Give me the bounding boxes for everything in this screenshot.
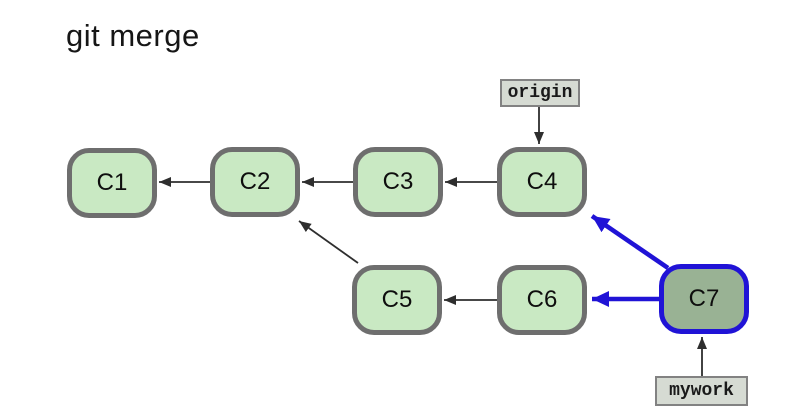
commit-node-c4: C4 <box>497 147 587 217</box>
commit-label-c3: C3 <box>382 168 414 195</box>
commit-label-c5: C5 <box>381 286 413 313</box>
branch-ref-origin-label: origin <box>507 83 573 103</box>
commit-node-c1: C1 <box>67 148 157 218</box>
commit-label-c7: C7 <box>688 285 720 312</box>
merge-edge-c7-to-c4 <box>590 214 670 270</box>
page-title: git merge <box>66 18 200 53</box>
branch-ref-mywork-label: mywork <box>669 381 734 401</box>
commit-node-c3: C3 <box>353 147 443 217</box>
commit-node-c6: C6 <box>497 265 587 335</box>
commit-label-c4: C4 <box>526 168 558 195</box>
commit-label-c1: C1 <box>96 169 128 196</box>
commit-label-c6: C6 <box>526 286 558 313</box>
commit-label-c2: C2 <box>239 168 271 195</box>
branch-ref-origin: origin <box>500 79 580 107</box>
merge-commit-node-c7: C7 <box>659 264 749 334</box>
branch-ref-mywork: mywork <box>655 376 748 406</box>
commit-node-c2: C2 <box>210 147 300 217</box>
edge-c5-to-c2 <box>298 220 359 264</box>
commit-node-c5: C5 <box>352 265 442 335</box>
